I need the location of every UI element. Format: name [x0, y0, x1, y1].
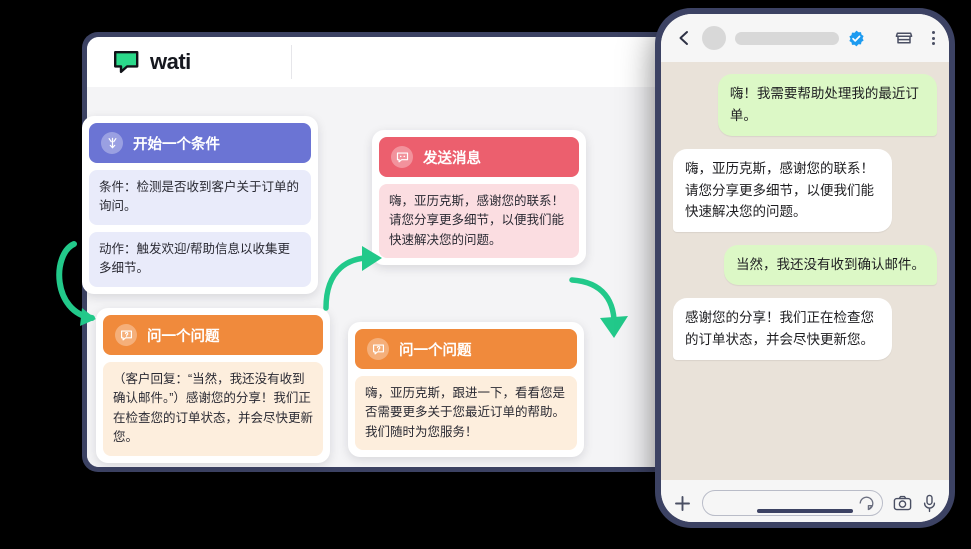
flow-card-message-text: 嗨，亚历克斯，感谢您的联系！请您分享更多细节，以便我们能快速解决您的问题。 [379, 184, 579, 259]
flow-card-title: 开始一个条件 [133, 136, 220, 153]
avatar[interactable] [702, 26, 726, 50]
question-bubble-icon [115, 324, 137, 346]
branch-arrow-icon [101, 132, 123, 154]
flow-card-header: 发送消息 [379, 137, 579, 177]
camera-icon[interactable] [893, 494, 912, 513]
more-vertical-icon[interactable] [931, 31, 935, 45]
app-topbar: wati [87, 37, 691, 87]
brand-name: wati [150, 49, 191, 74]
microphone-icon[interactable] [922, 494, 937, 513]
brand-logo[interactable]: wati [113, 49, 191, 75]
flow-card-header: 问一个问题 [355, 329, 577, 369]
phone-screen: 嗨！我需要帮助处理我的最近订单。 嗨，亚历克斯，感谢您的联系！请您分享更多细节，… [661, 14, 949, 522]
flow-card-title: 问一个问题 [147, 328, 220, 345]
flow-card-title: 问一个问题 [399, 342, 472, 359]
verified-badge-icon [848, 30, 865, 47]
flow-card-header: 问一个问题 [103, 315, 323, 355]
flow-card-ask-question-2[interactable]: 问一个问题 嗨，亚历克斯，跟进一下，看看您是否需要更多关于您最近订单的帮助。我们… [348, 322, 584, 458]
chat-bubble-outgoing: 当然，我还没有收到确认邮件。 [724, 245, 937, 286]
flow-card-title: 发送消息 [423, 150, 481, 167]
chat-bubble-incoming: 感谢您的分享！我们正在检查您的订单状态，并会尽快更新您。 [673, 298, 893, 360]
storefront-icon[interactable] [895, 29, 913, 47]
speech-bubble-icon [391, 146, 413, 168]
home-indicator [757, 509, 853, 513]
plus-icon[interactable] [673, 494, 692, 513]
flow-card-message-text: 嗨，亚历克斯，跟进一下，看看您是否需要更多关于您最近订单的帮助。我们随时为您服务… [355, 376, 577, 451]
chat-bubble-incoming: 嗨，亚历克斯，感谢您的联系！请您分享更多细节，以便我们能快速解决您的问题。 [673, 148, 893, 233]
chat-bubble-icon [113, 50, 141, 74]
flow-card-message-text: （客户回复：“当然，我还没有收到确认邮件。”）感谢您的分享！我们正在检查您的订单… [103, 362, 323, 456]
chevron-left-icon[interactable] [675, 29, 693, 47]
question-bubble-icon [367, 338, 389, 360]
flow-card-condition-line: 条件：检测是否收到客户关于订单的询问。 [89, 170, 311, 225]
flow-card-header: 开始一个条件 [89, 123, 311, 163]
sticker-icon[interactable] [859, 496, 874, 511]
message-input[interactable] [702, 490, 883, 516]
phone-mockup: 嗨！我需要帮助处理我的最近订单。 嗨，亚历克斯，感谢您的联系！请您分享更多细节，… [655, 8, 955, 528]
topbar-divider [291, 45, 292, 79]
flow-card-ask-question-1[interactable]: 问一个问题 （客户回复：“当然，我还没有收到确认邮件。”）感谢您的分享！我们正在… [96, 308, 330, 463]
flow-card-action-line: 动作：触发欢迎/帮助信息以收集更多细节。 [89, 231, 311, 287]
chat-bubble-outgoing: 嗨！我需要帮助处理我的最近订单。 [717, 74, 937, 136]
chat-message-list[interactable]: 嗨！我需要帮助处理我的最近订单。 嗨，亚历克斯，感谢您的联系！请您分享更多细节，… [661, 62, 949, 480]
chat-header [661, 14, 949, 62]
chat-input-bar [661, 480, 949, 522]
flow-card-send-message[interactable]: 发送消息 嗨，亚历克斯，感谢您的联系！请您分享更多细节，以便我们能快速解决您的问… [372, 130, 586, 266]
flow-card-condition[interactable]: 开始一个条件 条件：检测是否收到客户关于订单的询问。 动作：触发欢迎/帮助信息以… [82, 116, 318, 294]
contact-name-placeholder[interactable] [735, 31, 839, 45]
